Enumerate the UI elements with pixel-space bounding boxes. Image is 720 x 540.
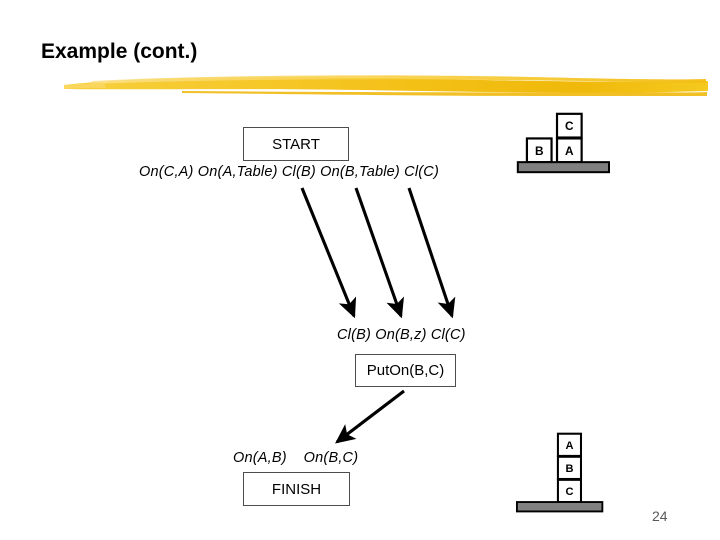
plan-node-finish[interactable]: FINISH — [243, 472, 350, 506]
block-a-label: A — [565, 144, 574, 158]
table-surface — [516, 161, 610, 174]
blockworld-initial-state: C B A — [516, 112, 610, 174]
causal-link-on-b-z — [354, 187, 405, 319]
causal-link-cl-c — [407, 187, 456, 319]
causal-link-cl-b — [300, 187, 357, 319]
blockworld-goal-state: A B C — [515, 432, 604, 513]
puton-precondition-literals: Cl(B) On(B,z) Cl(C) — [337, 327, 466, 343]
causal-link-group — [300, 187, 456, 444]
page-number: 24 — [652, 508, 668, 524]
block-b-label: B — [535, 144, 544, 158]
block-c-label: C — [565, 486, 573, 498]
finish-precondition-literals: On(A,B) On(B,C) — [233, 450, 359, 466]
start-effect-literals: On(C,A) On(A,Table) Cl(B) On(B,Table) Cl… — [139, 164, 440, 180]
plan-node-puton[interactable]: PutOn(B,C) — [355, 354, 456, 387]
table-surface — [515, 501, 604, 513]
block-c-label: C — [565, 119, 574, 133]
page-title: Example (cont.) — [41, 40, 198, 63]
block-b-label: B — [565, 463, 573, 475]
plan-node-start[interactable]: START — [243, 127, 349, 161]
causal-link-on-b-c — [335, 389, 405, 444]
block-a-label: A — [565, 440, 573, 452]
